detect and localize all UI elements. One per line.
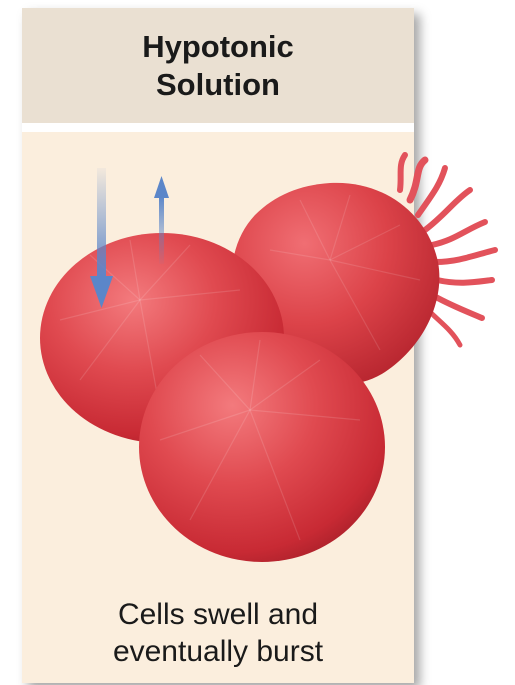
front-cell <box>139 332 385 562</box>
